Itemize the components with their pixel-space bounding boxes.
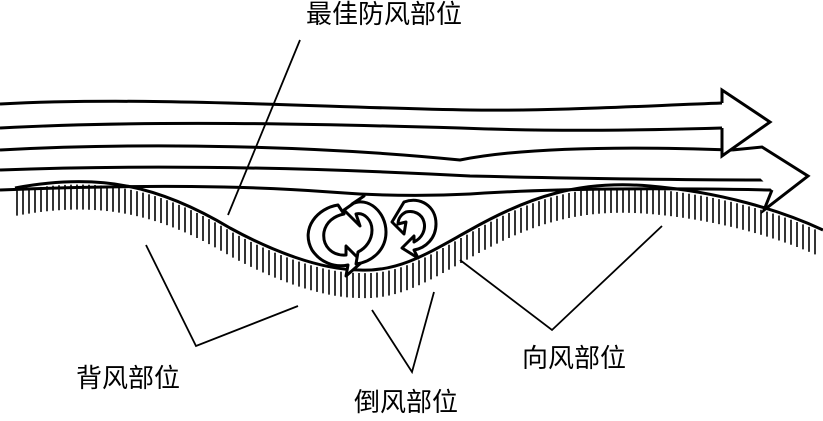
terrain-surface <box>14 180 823 272</box>
arrow-head-lower-icon <box>731 145 811 215</box>
label-windward: 向风部位 <box>522 344 627 374</box>
wind-streamline-3 <box>0 144 733 162</box>
label-best-protection: 最佳防风部位 <box>306 0 463 30</box>
arrow-heads <box>720 87 811 215</box>
leader-reverse <box>371 291 435 375</box>
wind-streamlines <box>0 99 773 197</box>
arrow-head-upper-icon <box>720 87 773 159</box>
vortex-group <box>306 194 438 278</box>
leader-leeward <box>145 244 299 348</box>
wind-streamline-4 <box>0 165 771 182</box>
wind-streamline-5 <box>0 184 773 197</box>
label-leeward: 背风部位 <box>76 364 181 394</box>
leader-lines <box>145 39 663 375</box>
wind-streamline-1 <box>0 99 723 112</box>
terrain-hatching <box>16 184 816 299</box>
leader-windward <box>459 225 663 332</box>
label-reverse: 倒风部位 <box>354 388 459 418</box>
vortex-arrow-3-icon <box>390 198 438 260</box>
vortex-arrow-2-icon <box>342 194 388 266</box>
wind-streamline-2 <box>0 121 723 132</box>
leader-best <box>227 39 301 216</box>
